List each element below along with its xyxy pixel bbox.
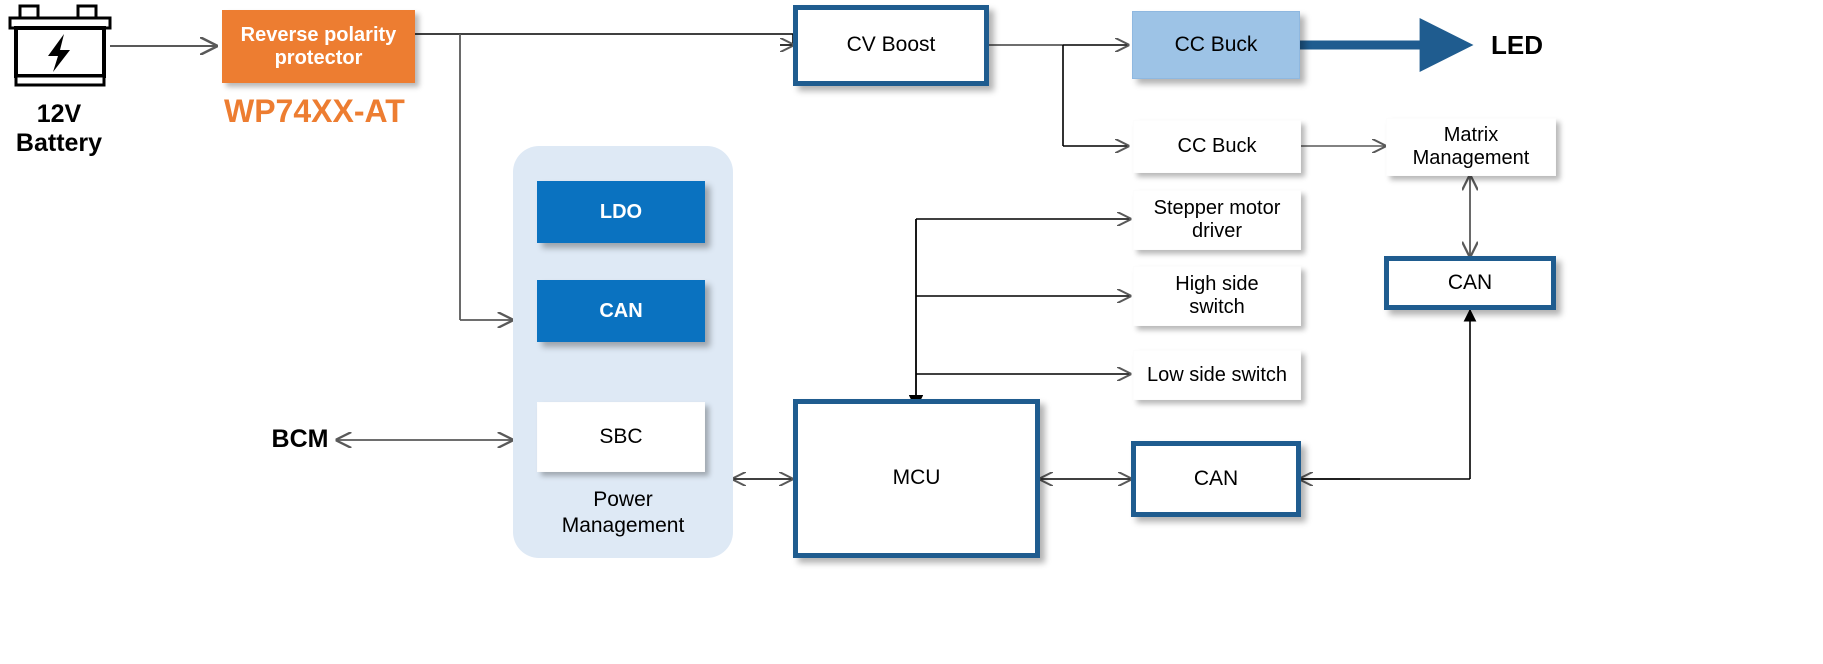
stepper-motor-driver-block[interactable]: Stepper motor driver — [1133, 190, 1301, 250]
ldo-block[interactable]: LDO — [537, 181, 705, 243]
battery-label-line1: 12V — [36, 100, 82, 128]
cc-buck-second-label: CC Buck — [1177, 135, 1257, 157]
high-side-line2: switch — [1189, 296, 1245, 318]
can-pm-block[interactable]: CAN — [537, 280, 705, 342]
cc-buck-top-label: CC Buck — [1174, 32, 1258, 56]
high-side-switch-block[interactable]: High side switch — [1133, 266, 1301, 326]
bcm-label: BCM — [271, 425, 329, 453]
cc-buck-second-block[interactable]: CC Buck — [1133, 120, 1301, 173]
power-management-caption: Power Management — [513, 487, 733, 540]
led-label: LED — [1491, 30, 1543, 60]
low-side-label: Low side switch — [1146, 363, 1288, 386]
part-number-label: WP74XX-AT — [224, 93, 405, 129]
ldo-label: LDO — [599, 200, 643, 223]
mcu-label: MCU — [892, 466, 941, 490]
sbc-label: SBC — [599, 424, 643, 448]
sbc-block[interactable]: SBC — [537, 402, 705, 472]
matrix-line2: Management — [1412, 147, 1530, 169]
low-side-switch-block[interactable]: Low side switch — [1133, 350, 1301, 400]
can-pm-label: CAN — [599, 299, 643, 322]
matrix-management-block[interactable]: Matrix Management — [1386, 118, 1556, 176]
high-side-line1: High side — [1175, 273, 1259, 295]
matrix-line1: Matrix — [1443, 124, 1499, 146]
reverse-polarity-line1: Reverse polarity — [240, 23, 397, 46]
mcu-block[interactable]: MCU — [793, 399, 1040, 558]
battery-label-line2: Battery — [15, 129, 103, 157]
can-right-label: CAN — [1447, 270, 1493, 294]
battery-icon — [8, 4, 112, 87]
can-right-block[interactable]: CAN — [1384, 256, 1556, 310]
battery-label: 12V Battery — [0, 100, 118, 158]
reverse-polarity-protector-block[interactable]: Reverse polarity protector — [222, 10, 415, 83]
cv-boost-label: CV Boost — [846, 33, 936, 57]
cc-buck-top-block[interactable]: CC Buck — [1132, 11, 1300, 79]
stepper-line1: Stepper motor — [1153, 197, 1281, 219]
reverse-polarity-line2: protector — [274, 46, 363, 69]
cv-boost-block[interactable]: CV Boost — [793, 5, 989, 86]
power-management-line1: Power — [593, 488, 653, 511]
can-bottom-block[interactable]: CAN — [1131, 441, 1301, 517]
power-management-line2: Management — [561, 514, 685, 538]
can-bottom-label: CAN — [1193, 466, 1239, 490]
stepper-line2: driver — [1191, 220, 1242, 242]
